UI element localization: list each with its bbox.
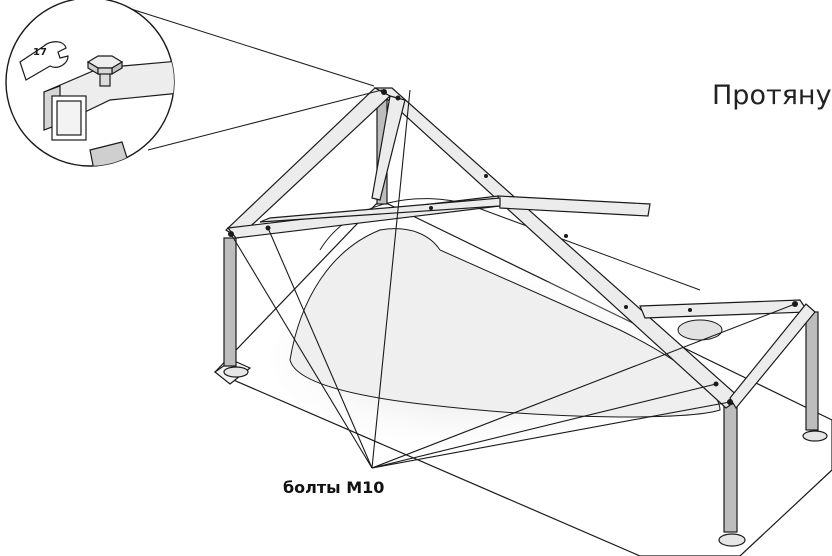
- callout-lines: [230, 89, 796, 469]
- detail-magnifier: 17: [5, 0, 175, 167]
- wrench-size-label: 17: [33, 47, 47, 58]
- beam-right-diagonal: [729, 303, 816, 410]
- instruction-caption: Протяну: [712, 80, 832, 111]
- wrench-icon: [19, 41, 69, 81]
- frame-feet: [223, 366, 828, 547]
- leg-front-right: [723, 403, 738, 533]
- leg-front-left: [223, 237, 237, 367]
- frame-beams: [225, 87, 816, 410]
- detail-leg: [89, 141, 135, 166]
- leg-right: [805, 311, 819, 431]
- zoom-lines: [127, 7, 383, 151]
- beam-cross: [259, 197, 501, 223]
- bolts-label: болты M10: [283, 478, 385, 497]
- bathtub-shadow: [270, 198, 723, 445]
- bolt-icon: [86, 55, 124, 87]
